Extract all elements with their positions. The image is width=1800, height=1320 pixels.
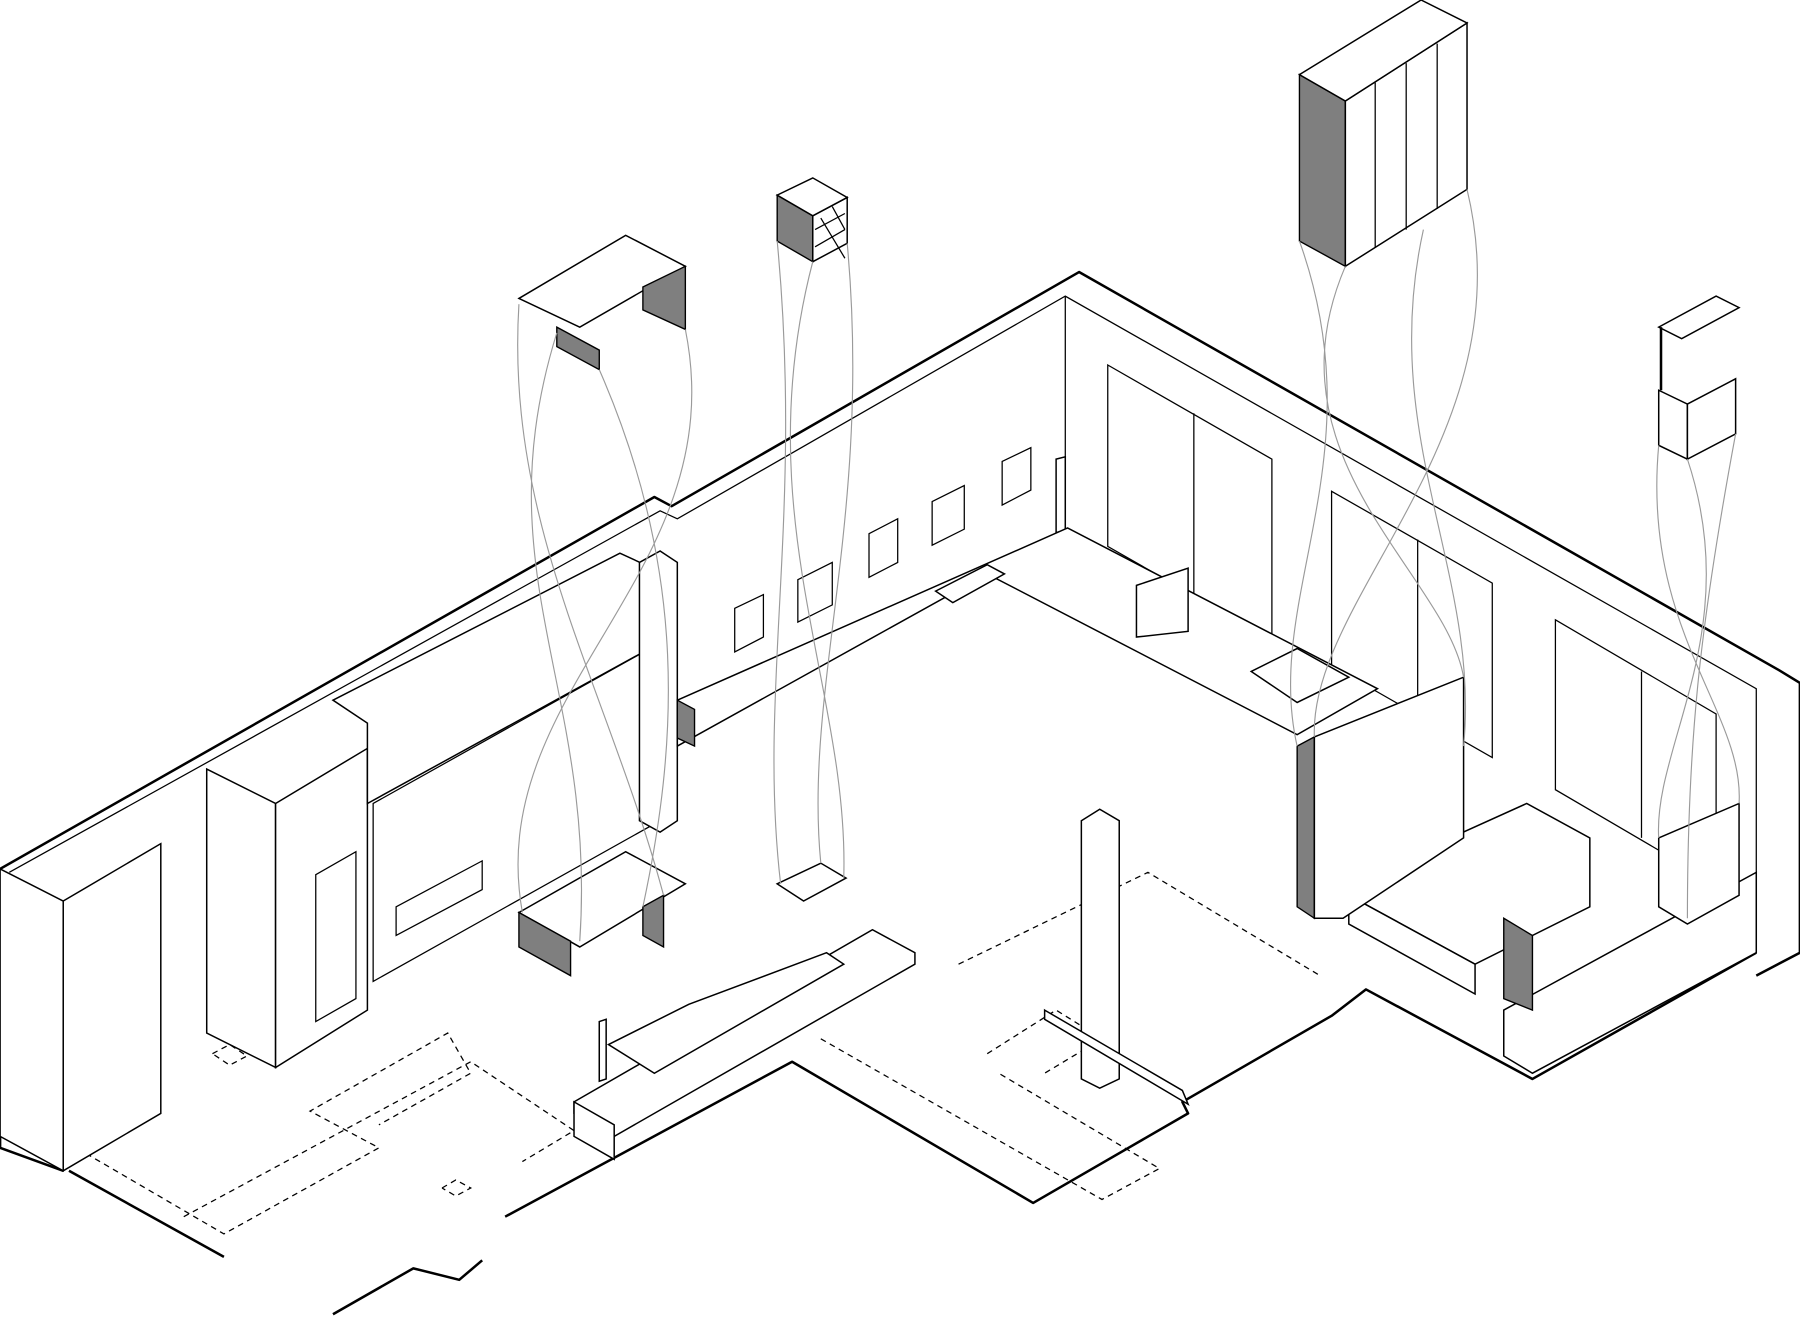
floor-outline (68, 871, 1757, 1316)
floating-wardrobe (1297, 0, 1469, 268)
connector-curves (517, 189, 1740, 942)
floating-vanity (1657, 295, 1741, 461)
floating-desk (517, 234, 687, 371)
floating-kitchen-table (517, 850, 687, 977)
low-cabinets (676, 527, 1380, 748)
floating-wine-rack (775, 177, 849, 263)
kitchen-wall-units (0, 550, 679, 1173)
column (1043, 808, 1190, 1106)
bedroom (1296, 676, 1758, 1075)
wall-frames (734, 446, 1067, 654)
sofa-island (573, 862, 916, 1161)
